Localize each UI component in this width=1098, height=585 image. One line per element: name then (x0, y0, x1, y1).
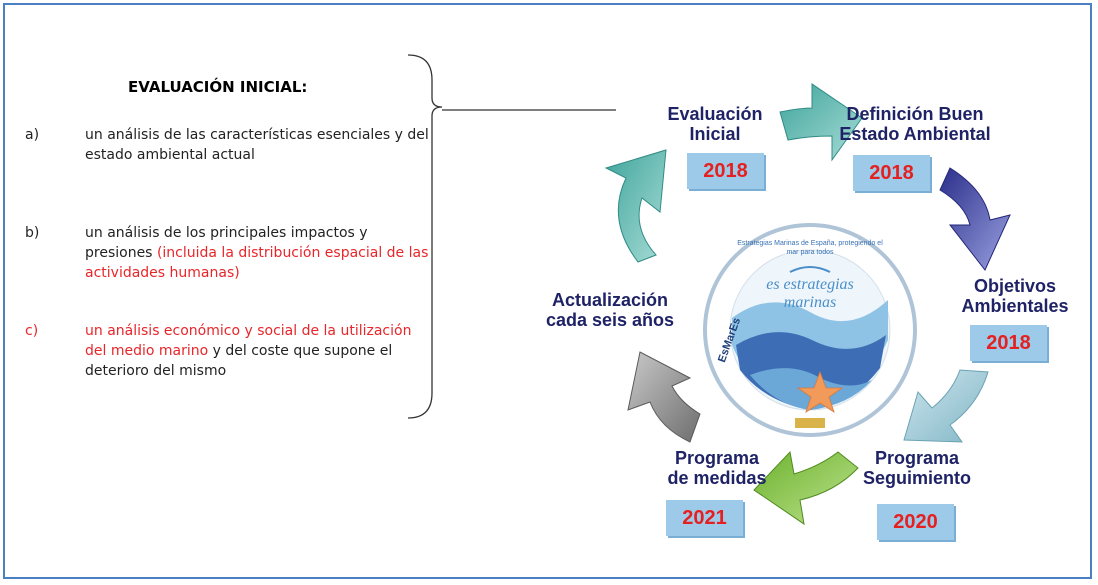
stage-programa-medidas: Programa de medidas (652, 448, 782, 488)
logo-ring-text: Estrategias Marinas de España, protegien… (737, 240, 883, 256)
list-item-text-black: un análisis de los principales impactos … (85, 225, 368, 261)
stage-title-line2: cada seis años (545, 310, 675, 330)
list-item-text-red: un análisis económico y social de la uti… (85, 323, 412, 359)
arrow-teal-left (604, 149, 667, 263)
arrow-teal-upper (779, 83, 863, 162)
slide-frame (3, 3, 1092, 579)
stage-title-line2: Ambientales (961, 296, 1069, 316)
list-item-text-black: un análisis de las características esenc… (85, 127, 429, 163)
list-item-text: un análisis económico y social de la uti… (85, 321, 430, 381)
year-badge-definicion: 2018 (853, 155, 930, 191)
year-badge-seguimiento: 2020 (877, 504, 954, 540)
list-item-label: c) (25, 323, 39, 339)
stage-title-line2: Seguimiento (862, 468, 971, 488)
year-badge-evaluacion: 2018 (687, 153, 764, 189)
stage-title-line1: Definición Buen (846, 104, 984, 124)
arrow-lightblue (903, 369, 989, 443)
list-item-text: un análisis de los principales impactos … (85, 223, 430, 283)
stage-title-line1: Actualización (551, 290, 669, 310)
stage-definicion-bea: Definición Buen Estado Ambiental (825, 104, 1005, 144)
esmares-logo (703, 223, 917, 437)
stage-objetivos-ambientales: Objetivos Ambientales (950, 276, 1080, 316)
list-item-text: un análisis de las características esenc… (85, 125, 430, 165)
stage-title-line1: Programa (874, 448, 960, 468)
stage-programa-seguimiento: Programa Seguimiento (852, 448, 982, 488)
list-item-text-red: (incluida la distribución espacial de la… (85, 245, 429, 281)
stage-title-line1: Evaluación (667, 104, 763, 124)
evaluation-heading: EVALUACIÓN INICIAL: (128, 78, 308, 96)
year-badge-objetivos: 2018 (970, 325, 1047, 361)
stage-title-line2: Inicial (689, 124, 741, 144)
list-item-label: a) (25, 127, 40, 143)
bracket (407, 54, 443, 419)
logo-brand: es estrategias marinas (766, 276, 854, 311)
year-badge-medidas: 2021 (666, 500, 743, 536)
arrow-grey (627, 351, 701, 443)
stage-actualizacion: Actualización cada seis años (535, 290, 685, 330)
stage-title-line1: Programa (674, 448, 760, 468)
list-item-label: b) (25, 225, 40, 241)
list-item-text-black: y del coste que supone el deterioro del … (85, 343, 393, 379)
arrow-green (753, 450, 859, 526)
stage-title-line2: de medidas (667, 468, 767, 488)
arrow-navy (939, 167, 1011, 271)
stage-title-line1: Objetivos (973, 276, 1057, 296)
stage-evaluacion-inicial: Evaluación Inicial (655, 104, 775, 144)
spain-emblem-icon (795, 418, 825, 428)
stage-title-line2: Estado Ambiental (839, 124, 991, 144)
